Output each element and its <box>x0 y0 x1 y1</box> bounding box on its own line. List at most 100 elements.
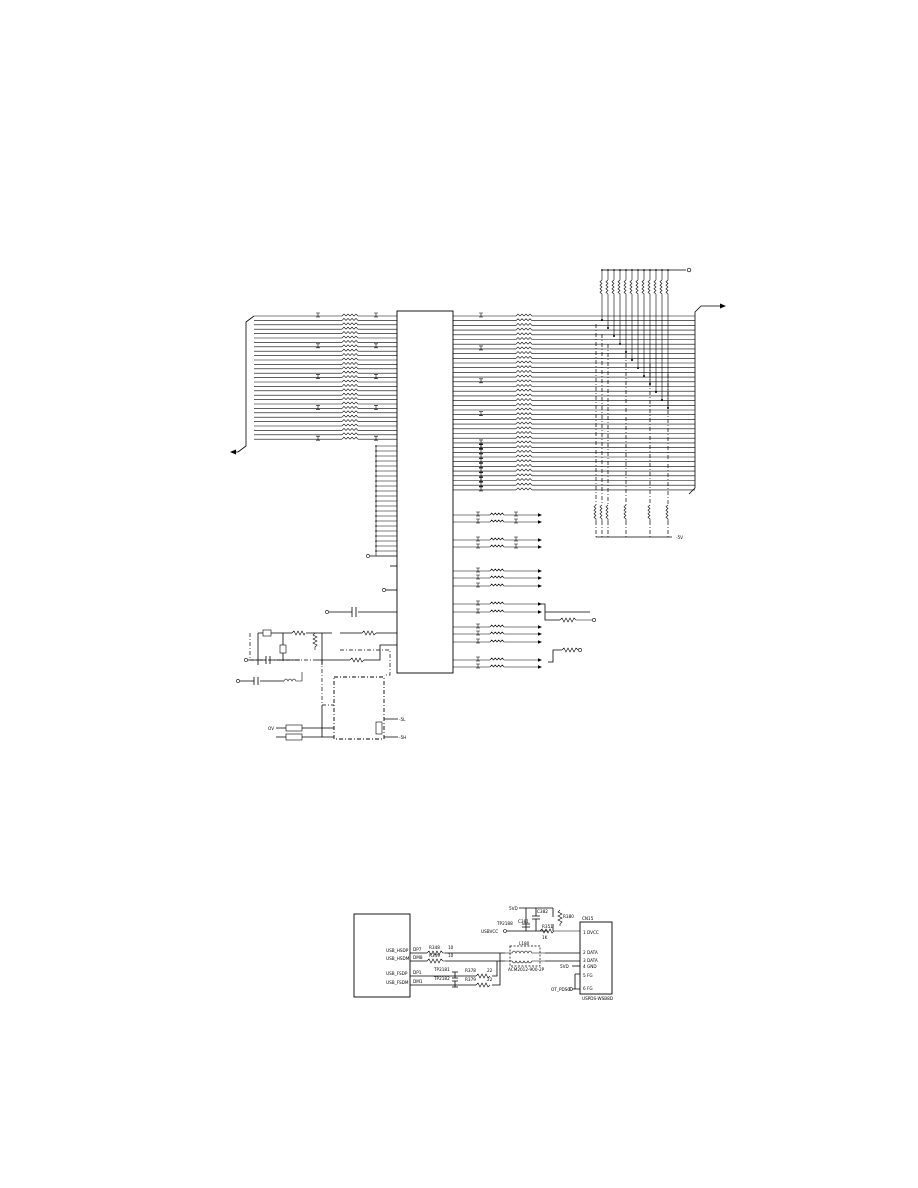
right-resistor <box>515 407 534 411</box>
right-resistor <box>515 398 534 402</box>
side-branch-terminal <box>592 618 596 622</box>
left-stub-node <box>375 500 377 502</box>
left-stub-node <box>375 540 377 542</box>
usb-conn-pin-1: 2 DATA <box>583 950 598 955</box>
signal-arrow <box>538 632 542 636</box>
left-resistor <box>341 348 360 352</box>
right-resistor <box>515 379 534 383</box>
lower-signal-resistor <box>489 575 506 579</box>
pullup-junction <box>619 343 621 345</box>
usb-r349-val: 10 <box>448 953 454 958</box>
left-stub-node <box>375 495 377 497</box>
usb-conn-pin-2: 3 DATA <box>583 958 598 963</box>
right-resistor <box>515 468 534 472</box>
usb-conn-pin-3: 4 GND <box>583 964 597 969</box>
usb-r378-val: 22 <box>487 968 493 973</box>
usb-oc-line <box>573 973 580 990</box>
left-resistor <box>341 317 360 321</box>
test-point-mark <box>476 518 480 524</box>
test-point-mark <box>374 343 378 349</box>
test-point-mark <box>479 439 483 445</box>
lower-branch-terminal <box>578 648 582 652</box>
test-point-mark <box>479 453 483 459</box>
right-resistor <box>515 431 534 434</box>
right-resistor <box>515 337 534 340</box>
left-resistor <box>341 414 360 418</box>
test-point-mark <box>476 608 480 614</box>
signal-arrow <box>538 665 542 669</box>
usb-c381: C381 <box>518 919 529 924</box>
left-stub-node <box>375 470 377 472</box>
left-stub-node <box>375 480 377 482</box>
right-resistor <box>515 332 534 336</box>
right-resistor <box>515 445 534 449</box>
test-point-mark <box>479 345 483 351</box>
left-stub-node <box>375 535 377 537</box>
right-resistor <box>515 313 534 317</box>
right-resistor <box>515 402 534 406</box>
pullup-resistor <box>605 279 609 296</box>
lower-signal-resistor <box>489 664 506 668</box>
left-stub-node <box>375 550 377 552</box>
test-point-mark <box>476 582 480 588</box>
right-resistor <box>515 473 534 477</box>
left-data-lines <box>254 312 397 441</box>
usb-r348 <box>426 950 445 956</box>
left-resistor <box>341 405 360 409</box>
usb-fsdm-line <box>410 953 501 986</box>
pullup-resistor <box>641 279 645 296</box>
left-stub-node <box>375 450 377 452</box>
left-resistor <box>341 379 360 383</box>
usb-r378 <box>475 973 491 979</box>
test-point-mark <box>479 312 483 318</box>
left-stub-lines <box>375 445 397 556</box>
left-resistor <box>341 436 360 440</box>
test-point-mark <box>476 623 480 629</box>
left-resistor <box>341 353 360 357</box>
test-point-mark <box>476 656 480 662</box>
right-resistor <box>515 416 534 420</box>
usb-conn-pin-4: 5 FG <box>583 973 593 978</box>
rail-label: -5V <box>676 535 683 540</box>
left-stub-node <box>375 515 377 517</box>
svg-text:-5H: -5H <box>399 735 406 740</box>
left-resistor <box>341 326 360 330</box>
pullup-junction <box>643 375 645 377</box>
left-stub-node <box>375 520 377 522</box>
tap-resistor <box>623 504 627 521</box>
signal-arrow <box>538 513 542 517</box>
right-dashed-taps <box>593 324 669 537</box>
lower-signal-resistor <box>489 568 506 572</box>
signal-arrow <box>538 625 542 629</box>
test-point-mark <box>479 463 483 468</box>
lower-signal-resistor <box>489 657 506 661</box>
signal-arrow <box>538 520 542 524</box>
lower-signal-resistor <box>489 512 506 516</box>
test-point-mark <box>479 449 483 454</box>
usb-c382: C382 <box>537 909 548 914</box>
test-point-mark <box>479 444 483 449</box>
right-resistor <box>515 463 534 467</box>
left-resistor <box>341 322 360 326</box>
right-resistor <box>515 322 534 326</box>
usb-pin-2: DP1 <box>413 970 422 975</box>
lower-branch <box>548 649 562 663</box>
svg-text:OV: OV <box>268 726 274 731</box>
left-stub-node <box>375 475 377 477</box>
left-resistor <box>341 366 360 370</box>
usb-vcc-line <box>507 919 554 932</box>
test-point-mark <box>476 567 480 573</box>
usb-connector-ref: CN15 <box>582 916 594 921</box>
right-resistor <box>515 426 534 430</box>
signal-arrow <box>538 610 542 614</box>
test-point-mark <box>316 405 320 410</box>
pullup-resistor <box>617 279 621 296</box>
lower-signal-resistor <box>489 624 506 628</box>
test-point-mark <box>479 411 483 416</box>
right-resistor <box>515 421 534 425</box>
sub-block: OV -5L -5H <box>249 633 406 741</box>
usb-schematic: USB_HSDP USB_HSDM USB_FSDP USB_FSDM DP7 … <box>353 906 613 1001</box>
right-resistor <box>515 369 534 373</box>
usb-pin-0: DP7 <box>413 947 422 952</box>
test-point-mark <box>476 536 480 542</box>
